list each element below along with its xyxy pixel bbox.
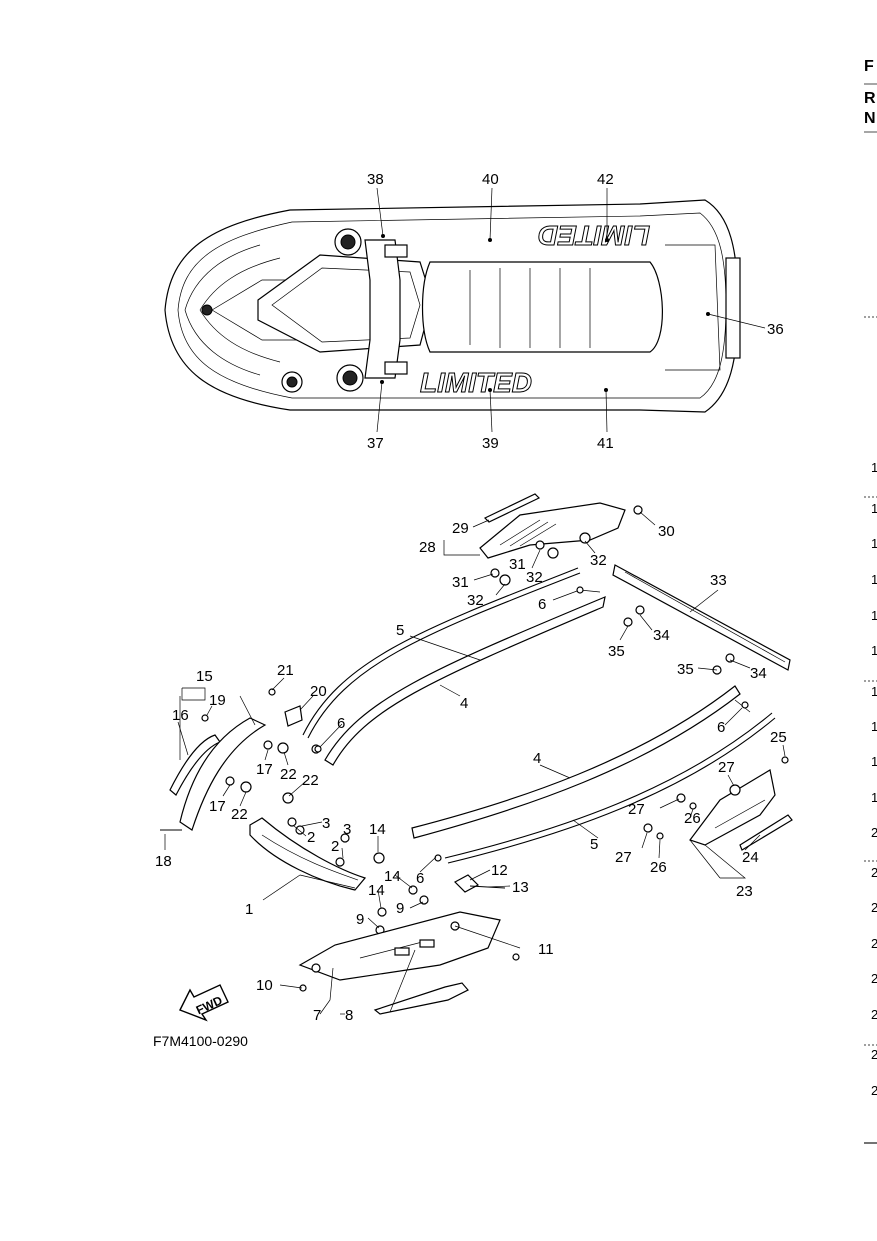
callout: 22 (302, 772, 319, 789)
callout: 8 (345, 1007, 353, 1024)
callout: 27 (718, 759, 735, 776)
svg-text:LIMITED: LIMITED (538, 220, 650, 251)
margin-ref: 2 (871, 900, 877, 915)
margin-ref: 1 (871, 684, 877, 699)
margin-ref: 2 (871, 1007, 877, 1022)
callout: 22 (231, 806, 248, 823)
callout: 34 (653, 627, 670, 644)
right-margin-rules (864, 83, 877, 1144)
callout: 6 (337, 715, 345, 732)
callout: 36 (767, 321, 784, 338)
margin-ref: 2 (871, 936, 877, 951)
callout: 22 (280, 766, 297, 783)
exploded-parts (160, 493, 793, 1015)
margin-ref: 2 (871, 1047, 877, 1062)
watercraft-top-view: LIMITED LIMITED (164, 199, 741, 413)
header-letter: F (864, 58, 874, 75)
callout: 25 (770, 729, 787, 746)
callout: 17 (209, 798, 226, 815)
callout: 6 (538, 596, 546, 613)
callout: 28 (419, 539, 436, 556)
callout: 14 (368, 882, 385, 899)
header-letter: N (864, 110, 876, 127)
callout: 42 (597, 171, 614, 188)
callout: 38 (367, 171, 384, 188)
callout-labels: 38 40 42 36 37 39 41 29 30 28 31 32 31 3… (155, 171, 787, 1024)
callout: 21 (277, 662, 294, 679)
margin-ref: 1 (871, 790, 877, 805)
callout: 40 (482, 171, 499, 188)
margin-ref: 1 (871, 536, 877, 551)
exploded-leaders (164, 511, 786, 1015)
callout: 1 (245, 901, 253, 918)
callout: 4 (533, 750, 541, 767)
callout: 27 (628, 801, 645, 818)
callout: 3 (343, 821, 351, 838)
callout: 7 (313, 1007, 321, 1024)
callout: 33 (710, 572, 727, 589)
callout: 2 (331, 838, 339, 855)
margin-ref: 1 (871, 572, 877, 587)
callout: 16 (172, 707, 189, 724)
callout: 31 (452, 574, 469, 591)
callout: 2 (307, 829, 315, 846)
margin-ref: 2 (871, 971, 877, 986)
callout: 32 (526, 569, 543, 586)
callout: 19 (209, 692, 226, 709)
callout: 18 (155, 853, 172, 870)
header-letter: R (864, 90, 876, 107)
callout: 10 (256, 977, 273, 994)
top-view-leaders (376, 187, 766, 433)
margin-ref: 2 (871, 865, 877, 880)
callout: 14 (384, 868, 401, 885)
callout: 6 (717, 719, 725, 736)
svg-text:LIMITED: LIMITED (420, 367, 532, 398)
callout: 41 (597, 435, 614, 452)
callout: 11 (538, 941, 554, 958)
callout: 31 (509, 556, 526, 573)
callout: 4 (460, 695, 468, 712)
callout: 6 (416, 870, 424, 887)
callout: 39 (482, 435, 499, 452)
callout: 37 (367, 435, 384, 452)
callout: 9 (356, 911, 364, 928)
callout: 17 (256, 761, 273, 778)
callout: 35 (608, 643, 625, 660)
callout: 5 (590, 836, 598, 853)
callout: 23 (736, 883, 753, 900)
margin-ref: 2 (871, 1083, 877, 1098)
margin-ref: 2 (871, 825, 877, 840)
callout: 20 (310, 683, 327, 700)
margin-ref: 1 (871, 643, 877, 658)
callout: 34 (750, 665, 767, 682)
callout: 5 (396, 622, 404, 639)
margin-ref: 1 (871, 608, 877, 623)
callout: 26 (650, 859, 667, 876)
callout: 13 (512, 879, 529, 896)
callout: 26 (684, 810, 701, 827)
margin-ref: 1 (871, 460, 877, 475)
margin-ref: 1 (871, 719, 877, 734)
callout: 32 (467, 592, 484, 609)
callout: 12 (491, 862, 508, 879)
callout: 9 (396, 900, 404, 917)
callout: 32 (590, 552, 607, 569)
margin-ref: 1 (871, 501, 877, 516)
callout: 24 (742, 849, 759, 866)
callout: 3 (322, 815, 330, 832)
callout: 27 (615, 849, 632, 866)
callout: 30 (658, 523, 675, 540)
callout: 14 (369, 821, 386, 838)
callout: 15 (196, 668, 213, 685)
margin-ref: 1 (871, 754, 877, 769)
figure-code: F7M4100-0290 (153, 1033, 248, 1049)
callout: 29 (452, 520, 469, 537)
fwd-arrow-icon: FWD (179, 984, 229, 1022)
callout: 35 (677, 661, 694, 678)
